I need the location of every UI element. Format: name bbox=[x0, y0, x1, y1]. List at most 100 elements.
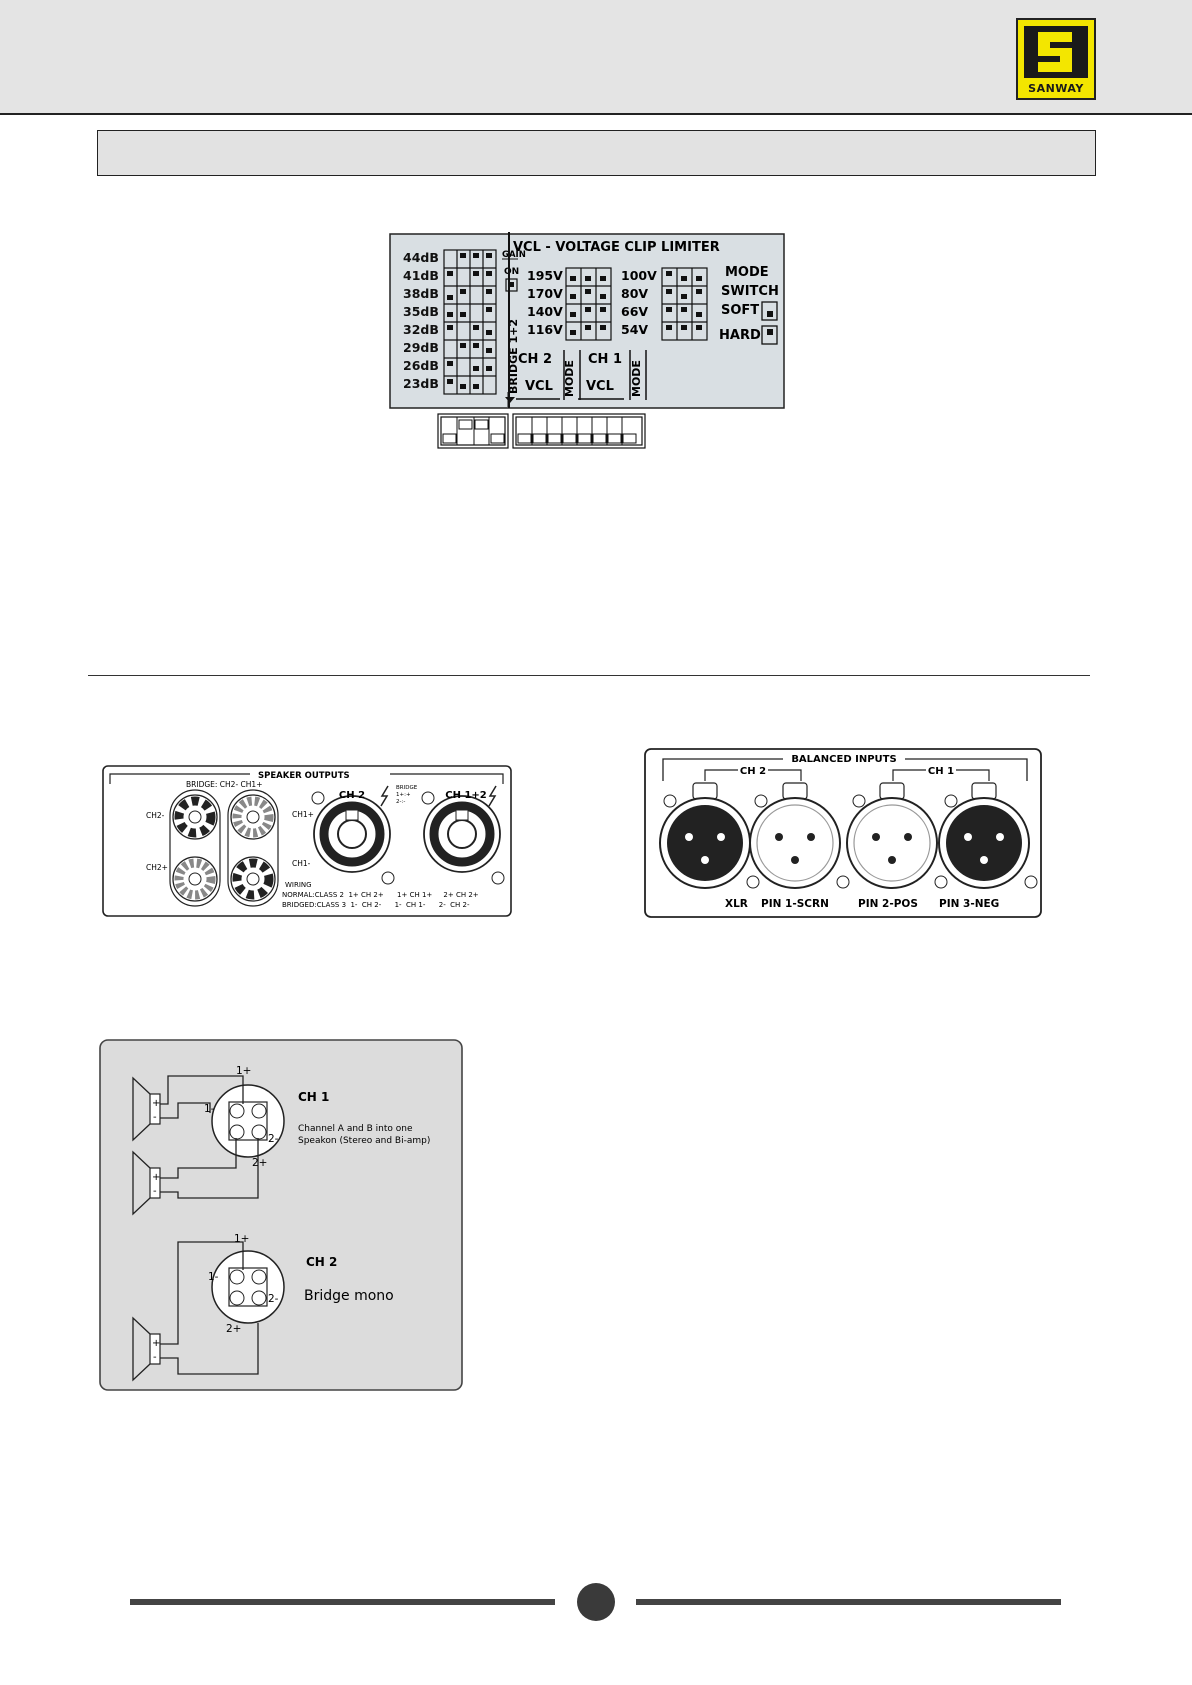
on-switch bbox=[505, 278, 518, 292]
wiring-label: WIRING bbox=[285, 881, 312, 889]
on-label: ON bbox=[504, 267, 519, 277]
vcl-title: VCL - VOLTAGE CLIP LIMITER bbox=[513, 240, 720, 255]
ch2-116v: 116V bbox=[527, 322, 563, 337]
speaker-ch1a-icon bbox=[132, 1076, 161, 1142]
speaker-outputs-title: SPEAKER OUTPUTS bbox=[258, 771, 350, 781]
ch1-wiring-desc: Speakon (Stereo and Bi-amp) bbox=[298, 1136, 430, 1146]
hard-label: HARD bbox=[719, 328, 761, 343]
balanced-inputs-panel: BALANCED INPUTS CH 2 CH 1 XLR PIN 1-SCRN… bbox=[644, 748, 1042, 918]
binding-post-ch2-plus-icon bbox=[172, 856, 218, 902]
ch1-vcl-grid bbox=[661, 267, 708, 341]
xlr-ch1-b-icon bbox=[938, 797, 1030, 889]
speakon-ch1-icon bbox=[211, 1084, 285, 1158]
ch12-speakon-label: CH 1+2 bbox=[445, 790, 487, 801]
hard-switch bbox=[761, 325, 778, 345]
pin-1-minus: 1- bbox=[208, 1271, 219, 1283]
ch2-wiring-desc: Bridge mono bbox=[304, 1288, 394, 1304]
bridge-note: BRIDGE bbox=[396, 785, 418, 791]
ch2-195v: 195V bbox=[527, 268, 563, 283]
ch1-minus-label: CH1- bbox=[292, 859, 311, 868]
ch2-input-label: CH 2 bbox=[740, 766, 766, 777]
ch1-label: CH 1 bbox=[588, 352, 622, 367]
bridge-label: BRIDGE 1+2 bbox=[507, 319, 520, 394]
xlr-label: XLR bbox=[725, 898, 748, 910]
pin2-label: PIN 2-POS bbox=[858, 898, 918, 910]
switch-label: SWITCH bbox=[721, 284, 779, 299]
minus-sign: - bbox=[153, 1112, 157, 1123]
binding-post-ch2-minus-icon bbox=[172, 794, 218, 840]
bridge-note: 2-:- bbox=[396, 799, 405, 805]
section-divider bbox=[88, 675, 1090, 676]
gain-41db: 41dB bbox=[403, 268, 439, 283]
ch1-wiring-desc: Channel A and B into one bbox=[298, 1124, 413, 1134]
ch1-80v: 80V bbox=[621, 286, 648, 301]
ch2-speakon-label: CH 2 bbox=[339, 790, 365, 801]
header-band bbox=[0, 0, 1192, 115]
plus-sign: + bbox=[152, 1338, 160, 1349]
speakon-ch2-wiring-icon bbox=[211, 1250, 285, 1324]
gain-44db: 44dB bbox=[403, 250, 439, 265]
lightning-icon bbox=[380, 785, 389, 807]
sanway-logo: SANWAY bbox=[1016, 18, 1096, 100]
ch1-66v: 66V bbox=[621, 304, 648, 319]
bridged-wiring-row: BRIDGED:CLASS 3 1- CH 2- 1- CH 1- 2- CH … bbox=[282, 901, 470, 909]
gain-32db: 32dB bbox=[403, 322, 439, 337]
gain-switch-grid bbox=[443, 249, 497, 395]
vcl-panel: 44dB 41dB 38dB 35dB 32dB 29dB 26dB 23dB … bbox=[389, 232, 785, 449]
gain-38db: 38dB bbox=[403, 286, 439, 301]
speakon-ch2-icon bbox=[313, 795, 391, 873]
plus-sign: + bbox=[152, 1172, 160, 1183]
balanced-inputs-title: BALANCED INPUTS bbox=[791, 754, 896, 765]
page-number-dot bbox=[577, 1583, 615, 1621]
pin1-label: PIN 1-SCRN bbox=[761, 898, 829, 910]
ch2-plus-label: CH2+ bbox=[146, 863, 168, 872]
speaker-ch1b-icon bbox=[132, 1150, 161, 1216]
minus-sign: - bbox=[153, 1186, 157, 1197]
ch2-minus-label: CH2- bbox=[146, 811, 165, 820]
gain-label: GAIN bbox=[502, 250, 526, 260]
gain-23db: 23dB bbox=[403, 376, 439, 391]
speakon-ch12-icon bbox=[423, 795, 501, 873]
speakon-wiring-diagram: + - + - 1+ 1- 2+ 2- CH 1 Channel A and B… bbox=[99, 1039, 463, 1391]
speaker-ch2-icon bbox=[132, 1316, 161, 1382]
gain-35db: 35dB bbox=[403, 304, 439, 319]
soft-switch bbox=[761, 301, 778, 321]
binding-post-ch1-minus-icon bbox=[230, 856, 276, 902]
ch1-100v: 100V bbox=[621, 268, 657, 283]
section-title-bar bbox=[97, 130, 1096, 176]
pin-1-plus: 1+ bbox=[236, 1065, 251, 1077]
normal-wiring-row: NORMAL:CLASS 2 1+ CH 2+ 1+ CH 1+ 2+ CH 2… bbox=[282, 891, 479, 899]
ch2-label: CH 2 bbox=[518, 352, 552, 367]
ch2-mode-label: MODE bbox=[563, 360, 576, 397]
ch2-140v: 140V bbox=[527, 304, 563, 319]
pin3-label: PIN 3-NEG bbox=[939, 898, 999, 910]
ch1-mode-label: MODE bbox=[630, 360, 643, 397]
bridge-header: BRIDGE: CH2- CH1+ bbox=[186, 780, 262, 789]
minus-sign: - bbox=[153, 1352, 157, 1363]
ch2-vcl-label: VCL bbox=[525, 379, 553, 394]
pin-2-minus: 2- bbox=[268, 1293, 279, 1305]
logo-text: SANWAY bbox=[1028, 82, 1084, 95]
binding-post-ch1-plus-icon bbox=[230, 794, 276, 840]
ch2-vcl-grid bbox=[565, 267, 612, 341]
ch2-170v: 170V bbox=[527, 286, 563, 301]
ch1-vcl-label: VCL bbox=[586, 379, 614, 394]
ch1-54v: 54V bbox=[621, 322, 648, 337]
ch1-plus-label: CH1+ bbox=[292, 810, 314, 819]
speaker-outputs-panel: SPEAKER OUTPUTS BRIDGE: CH2- CH1+ CH2- C… bbox=[102, 765, 512, 917]
gain-26db: 26dB bbox=[403, 358, 439, 373]
bridge-note: 1+:+ bbox=[396, 792, 411, 798]
pin-1-plus: 1+ bbox=[234, 1233, 249, 1245]
footer-line-left bbox=[130, 1599, 555, 1605]
pin-1-minus: 1- bbox=[204, 1103, 215, 1115]
footer-line-right bbox=[636, 1599, 1061, 1605]
ch2-wiring-title: CH 2 bbox=[306, 1255, 337, 1269]
xlr-ch2-b-icon bbox=[749, 797, 841, 889]
pin-2-plus: 2+ bbox=[226, 1323, 241, 1335]
lightning-icon bbox=[488, 785, 497, 807]
xlr-ch2-a-icon bbox=[659, 797, 751, 889]
gain-29db: 29dB bbox=[403, 340, 439, 355]
pin-2-plus: 2+ bbox=[252, 1157, 267, 1169]
pin-2-minus: 2- bbox=[268, 1133, 279, 1145]
mode-label: MODE bbox=[725, 265, 769, 280]
